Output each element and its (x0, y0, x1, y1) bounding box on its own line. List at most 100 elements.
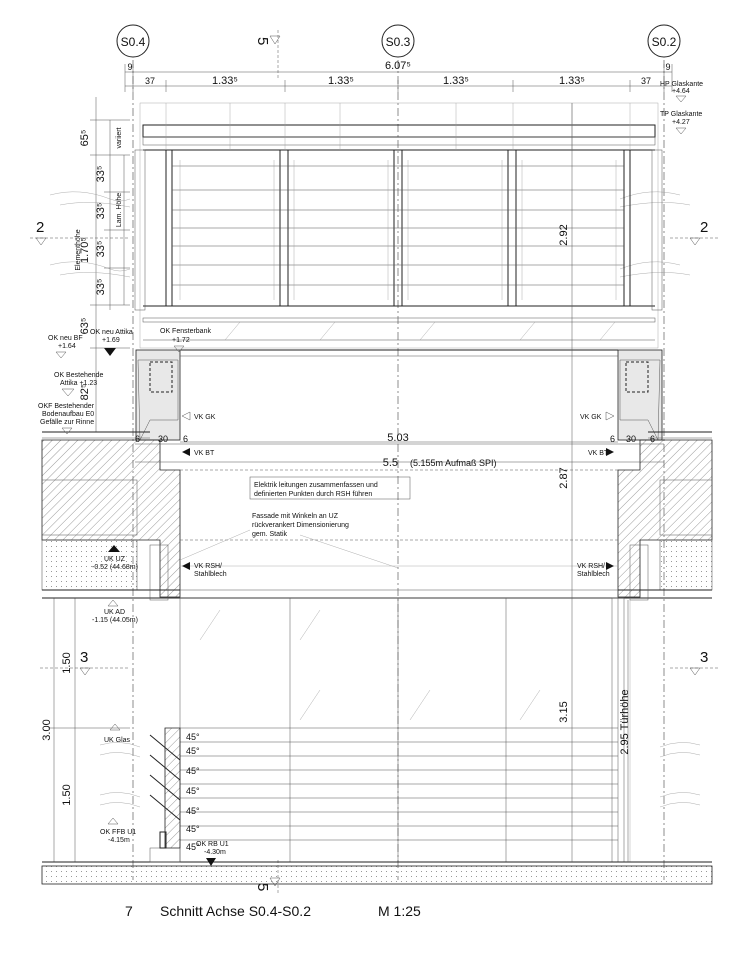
level-ok-fensterbank: OK Fensterbank +1.72 (160, 328, 211, 353)
svg-text:OK RB U1: OK RB U1 (196, 841, 229, 848)
svg-text:OK FFB U1: OK FFB U1 (100, 829, 136, 836)
svg-text:VK BT: VK BT (194, 450, 215, 457)
level-okf-bestehender: OKF Bestehender Bodenaufbau E0 Gefälle z… (38, 403, 95, 435)
svg-text:VK GK: VK GK (194, 414, 216, 421)
svg-text:6: 6 (135, 434, 140, 444)
svg-text:S0.4: S0.4 (121, 35, 146, 49)
svg-text:VK BT: VK BT (588, 450, 609, 457)
svg-text:3.15: 3.15 (558, 701, 570, 722)
svg-text:Stahlblech: Stahlblech (577, 571, 610, 578)
svg-text:-4.30m: -4.30m (204, 849, 226, 856)
svg-text:OK neu BF: OK neu BF (48, 335, 83, 342)
svg-text:30: 30 (626, 434, 636, 444)
top-dimensions: 9 9 6.07⁵ 37 37 1.33⁵ 1.33⁵ 1.33⁵ 1.33⁵ (124, 60, 673, 92)
svg-text:S0.2: S0.2 (652, 35, 677, 49)
svg-text:2.95 Türhöhe: 2.95 Türhöhe (619, 689, 631, 754)
level-uk-ad: UK AD -1.15 (44.05m) (92, 599, 138, 624)
svg-text:-0.52 (44.68m): -0.52 (44.68m) (92, 564, 138, 571)
svg-text:6: 6 (183, 434, 188, 444)
svg-text:VK GK: VK GK (580, 414, 602, 421)
svg-text:2.87: 2.87 (558, 467, 570, 488)
svg-text:+1.69: +1.69 (102, 337, 120, 344)
tag-vk-bt-right: VK BT (588, 448, 614, 457)
svg-text:63⁵: 63⁵ (79, 318, 91, 335)
tag-vk-rsh-left: VK RSH/ Stahlblech (182, 562, 227, 578)
svg-text:30: 30 (158, 434, 168, 444)
svg-text:9: 9 (127, 62, 132, 72)
svg-text:+4.64: +4.64 (672, 88, 690, 95)
svg-text:2.92: 2.92 (558, 224, 570, 245)
middle-structure (180, 349, 618, 599)
svg-text:37: 37 (641, 76, 651, 86)
svg-text:-1.15 (44.05m): -1.15 (44.05m) (92, 617, 138, 624)
left-dimensions-upper: 65⁵ 33⁵ 33⁵ 1.70⁵ 33⁵ 33⁵ 63⁵ 82⁵ variie… (75, 97, 130, 433)
svg-text:-4.15m: -4.15m (108, 837, 130, 844)
drawing-scale: M 1:25 (378, 903, 421, 919)
section-mark-3-right: 3 (670, 649, 720, 676)
svg-text:+4.27: +4.27 (672, 119, 690, 126)
svg-text:+1.64: +1.64 (58, 343, 76, 350)
axis-bubble-s03: S0.3 (381, 24, 415, 58)
svg-text:UK UZ: UK UZ (104, 556, 126, 563)
svg-text:Lam. Höhe: Lam. Höhe (116, 193, 123, 227)
svg-text:Elektrik leitungen zusammenfas: Elektrik leitungen zusammenfassen und (254, 482, 378, 489)
svg-text:OK Fensterbank: OK Fensterbank (160, 328, 211, 335)
level-uk-glas: UK Glas (104, 723, 131, 744)
svg-text:45°: 45° (186, 766, 200, 776)
drawing-title: Schnitt Achse S0.4-S0.2 (160, 903, 311, 919)
svg-text:2: 2 (36, 219, 44, 236)
svg-text:33⁵: 33⁵ (95, 241, 107, 258)
drawing-number: 7 (125, 903, 133, 919)
svg-text:UK Glas: UK Glas (104, 737, 131, 744)
tag-vk-bt-left: VK BT (182, 448, 215, 457)
level-uk-uz: UK UZ -0.52 (44.68m) (92, 545, 138, 571)
svg-text:variiert: variiert (116, 127, 123, 148)
note-fassade: Fassade mit Winkeln an UZ rückverankert … (179, 513, 399, 569)
svg-text:33⁵: 33⁵ (95, 279, 107, 296)
middle-dimensions: 6 30 6 6 30 6 5.03 5.5 (5.155m Aufmaß SP… (135, 432, 664, 469)
svg-text:1.50: 1.50 (61, 784, 73, 805)
lower-glazing: 45° 45° 45° 45° 45° 45° 45° (149, 597, 631, 863)
axis-bubble-s04: S0.4 (116, 24, 150, 58)
svg-text:33⁵: 33⁵ (95, 203, 107, 220)
right-dimensions: 2.92 2.87 3.15 2.95 Türhöhe (558, 103, 631, 862)
svg-text:UK AD: UK AD (104, 609, 125, 616)
upper-facade-element (134, 102, 663, 349)
svg-text:45°: 45° (186, 746, 200, 756)
level-hp-glaskante: HP Glaskante +4.64 (660, 81, 703, 103)
svg-text:gem. Statik: gem. Statik (252, 531, 288, 538)
svg-text:+1.72: +1.72 (172, 337, 190, 344)
level-ok-neu-bf: OK neu BF +1.64 (48, 335, 83, 359)
svg-text:1.33⁵: 1.33⁵ (443, 75, 469, 87)
svg-text:1.33⁵: 1.33⁵ (328, 75, 354, 87)
svg-text:Gefälle zur Rinne: Gefälle zur Rinne (40, 419, 94, 426)
tag-vk-gk-left: VK GK (181, 411, 216, 421)
level-ok-bestehende-attika: OK Bestehende Attika +1.23 (54, 372, 104, 397)
section-mark-2-right: 2 (670, 219, 720, 246)
airflow-arrows (49, 191, 701, 808)
svg-text:Attika +1.23: Attika +1.23 (60, 380, 97, 387)
level-ok-rb-u1: OK RB U1 -4.30m (196, 841, 229, 866)
section-mark-2-left: 2 (30, 219, 130, 246)
svg-text:Bodenaufbau E0: Bodenaufbau E0 (42, 411, 94, 418)
section-mark-3-left: 3 (40, 649, 130, 676)
svg-text:45°: 45° (186, 842, 200, 852)
svg-text:2: 2 (700, 219, 708, 236)
svg-text:OK Bestehende: OK Bestehende (54, 372, 104, 379)
svg-text:OKF Bestehender: OKF Bestehender (38, 403, 95, 410)
svg-text:45°: 45° (186, 786, 200, 796)
right-parapet (617, 349, 713, 601)
svg-text:Fassade mit Winkeln an UZ: Fassade mit Winkeln an UZ (252, 513, 339, 520)
tag-vk-gk-right: VK GK (580, 411, 615, 421)
note-elektrik: Elektrik leitungen zusammenfassen und de… (249, 476, 411, 500)
svg-text:9: 9 (665, 62, 670, 72)
svg-text:1.33⁵: 1.33⁵ (212, 75, 238, 87)
svg-text:VK RSH/: VK RSH/ (194, 563, 222, 570)
svg-text:(5.155m Aufmaß SPI): (5.155m Aufmaß SPI) (410, 458, 497, 468)
svg-text:S0.3: S0.3 (386, 35, 411, 49)
svg-text:OK neu Attika: OK neu Attika (90, 329, 133, 336)
svg-text:45°: 45° (186, 732, 200, 742)
svg-text:1.70⁵: 1.70⁵ (79, 237, 91, 263)
svg-text:82⁵: 82⁵ (79, 384, 91, 401)
level-tp-glaskante: TP Glaskante +4.27 (660, 111, 702, 135)
